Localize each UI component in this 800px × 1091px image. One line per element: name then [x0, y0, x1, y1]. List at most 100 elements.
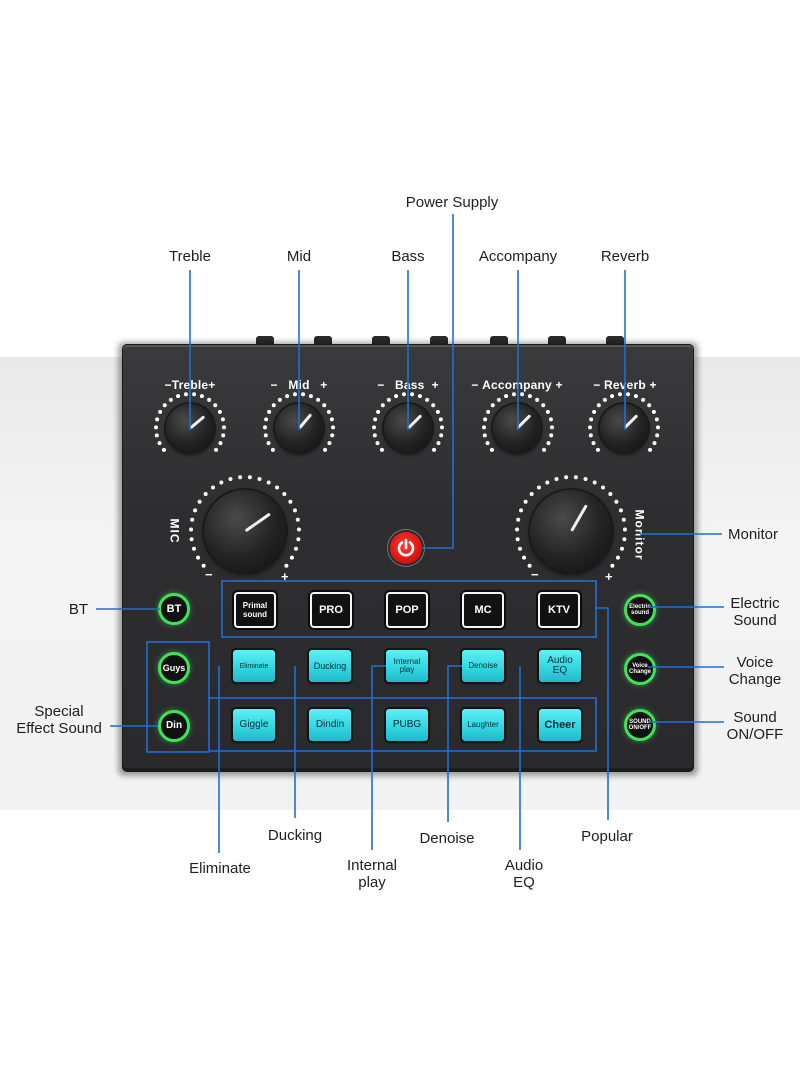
led-dot [373, 417, 378, 422]
accompany-knob[interactable] [493, 404, 541, 452]
port [314, 336, 332, 346]
reverb-knob[interactable] [600, 404, 648, 452]
led-dot [504, 394, 509, 399]
led-dot [380, 403, 385, 408]
power-icon [397, 538, 415, 557]
port [256, 336, 274, 346]
led-dot [515, 537, 520, 542]
voice-change-button[interactable]: Voice Change [624, 653, 656, 685]
led-dot [438, 417, 443, 422]
led-dot [602, 397, 607, 402]
led-dot [238, 475, 243, 480]
mic-plus: + [281, 569, 289, 584]
mic-knob[interactable] [204, 490, 286, 572]
guys-button[interactable]: Guys [158, 652, 190, 684]
led-dot [549, 425, 554, 430]
led-dot [330, 425, 335, 430]
effect-button-eliminate[interactable]: Eliminate [233, 650, 275, 682]
led-dot [655, 433, 660, 438]
mode-button-ktv[interactable]: KTV [538, 592, 580, 628]
led-dot [189, 527, 194, 532]
led-dot [213, 403, 218, 408]
led-dot [490, 403, 495, 408]
effect-button-ducking[interactable]: Ducking [309, 650, 351, 682]
led-dot [219, 480, 224, 485]
sound-on-off-button[interactable]: SOUND ON/OFF [624, 709, 656, 741]
led-dot [595, 447, 600, 452]
mode-row-bracket [221, 580, 597, 638]
led-dot [518, 546, 523, 551]
effect-button-laughter[interactable]: Laughter [462, 709, 504, 741]
effect-button-giggle[interactable]: Giggle [233, 709, 275, 741]
led-dot [618, 508, 623, 513]
led-dot [190, 517, 195, 522]
led-dot [542, 447, 547, 452]
effect-button-internal-play[interactable]: Internal play [386, 650, 428, 682]
din-button[interactable]: Din [158, 710, 190, 742]
callout-mid: Mid [286, 248, 312, 265]
led-dot [516, 517, 521, 522]
led-dot [489, 447, 494, 452]
led-dot [196, 555, 201, 560]
power-button[interactable] [390, 532, 422, 564]
effect-button-audio-eq[interactable]: Audio EQ [539, 650, 581, 682]
mode-button-pop[interactable]: POP [386, 592, 428, 628]
led-dot [601, 485, 606, 490]
led-dot [439, 433, 444, 438]
led-dot [483, 417, 488, 422]
led-dot [197, 499, 202, 504]
callout-special-effect-sound: Special Effect Sound [16, 703, 102, 737]
led-dot [275, 485, 280, 490]
led-dot [583, 476, 588, 481]
led-dot [376, 409, 381, 414]
led-dot [573, 475, 578, 480]
led-dot [277, 397, 282, 402]
callout-denoise: Denoise [419, 830, 475, 847]
led-dot [154, 433, 159, 438]
effect-button-dindin[interactable]: Dindin [309, 709, 351, 741]
electric-sound-button[interactable]: Electric sound [624, 594, 656, 626]
led-dot [327, 441, 332, 446]
led-dot [247, 475, 252, 480]
led-dot [626, 392, 631, 397]
mode-button-pro[interactable]: PRO [310, 592, 352, 628]
mode-button-primal-sound[interactable]: Primal sound [234, 592, 276, 628]
led-dot [193, 508, 198, 513]
effect-button-pubg[interactable]: PUBG [386, 709, 428, 741]
led-dot [270, 447, 275, 452]
led-dot [417, 394, 422, 399]
led-dot [548, 417, 553, 422]
led-dot [266, 441, 271, 446]
callout-line-denoise [447, 665, 462, 822]
effect-button-cheer[interactable]: Cheer [539, 709, 581, 741]
led-dot [520, 392, 525, 397]
knob-label-bass: − Bass + [377, 378, 439, 392]
led-dot [372, 433, 377, 438]
led-dot [207, 397, 212, 402]
callout-line-popular [596, 607, 609, 820]
led-dot [511, 392, 516, 397]
led-dot [527, 394, 532, 399]
led-dot [220, 417, 225, 422]
mode-button-mc[interactable]: MC [462, 592, 504, 628]
callout-ducking: Ducking [267, 827, 323, 844]
port [548, 336, 566, 346]
led-dot [482, 425, 487, 430]
led-dot [485, 441, 490, 446]
led-dot [522, 555, 527, 560]
effect-button-denoise[interactable]: Denoise [462, 650, 504, 682]
callout-audio-eq: Audio EQ [504, 857, 544, 891]
led-dot [545, 480, 550, 485]
port [430, 336, 448, 346]
led-dot [496, 397, 501, 402]
led-dot [482, 433, 487, 438]
led-dot [288, 499, 293, 504]
led-dot [394, 394, 399, 399]
callout-line-internal [371, 665, 386, 850]
monitor-knob[interactable] [530, 490, 612, 572]
led-dot [267, 409, 272, 414]
special-effect-bracket [146, 641, 210, 753]
callout-treble: Treble [169, 248, 211, 265]
callout-bass: Bass [391, 248, 425, 265]
led-dot [621, 517, 626, 522]
